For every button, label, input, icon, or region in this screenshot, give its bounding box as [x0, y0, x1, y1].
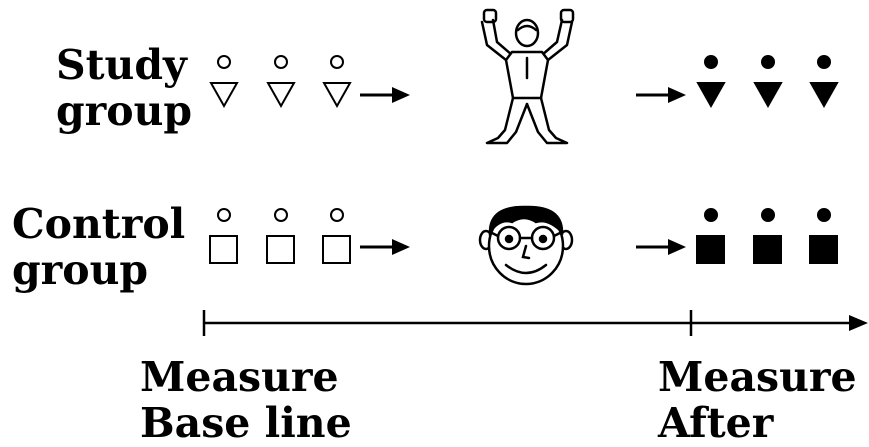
timeline-arrowhead-icon [849, 315, 868, 331]
study-group-label-line2: group [56, 87, 193, 135]
control-baseline-subject-icon [322, 208, 351, 264]
timeline-axis [202, 310, 852, 336]
control-baseline-subject-icon [209, 208, 238, 264]
study-after-subject-icon [809, 55, 839, 109]
study-group-label: Study group [56, 42, 192, 134]
control-after-subject-icon [809, 208, 838, 264]
control-baseline-symbols [209, 208, 351, 264]
control-arrow-right-icon [636, 239, 686, 255]
control-group-label-line2: group [12, 246, 149, 294]
study-after-subject-icon [753, 55, 783, 109]
study-after-symbols [696, 55, 839, 109]
control-group-label: Control group [12, 201, 185, 293]
control-group-label-line1: Control [12, 200, 186, 248]
study-baseline-subject-icon [209, 55, 239, 109]
after-measure-label-line2: After [658, 399, 774, 447]
after-measure-label: Measure After [658, 354, 857, 446]
study-arrow-right-icon [636, 87, 686, 103]
control-arrow-right-icon [360, 239, 410, 255]
study-after-subject-icon [696, 55, 726, 109]
baseline-measure-label-line1: Measure [140, 353, 339, 401]
control-after-symbols [696, 208, 838, 264]
study-group-label-line1: Study [56, 41, 187, 89]
study-baseline-symbols [209, 55, 352, 109]
after-measure-label-line1: Measure [658, 353, 857, 401]
study-arrow-right-icon [360, 87, 410, 103]
control-after-subject-icon [753, 208, 782, 264]
study-baseline-subject-icon [266, 55, 296, 109]
baseline-measure-label: Measure Base line [140, 354, 352, 446]
control-baseline-subject-icon [266, 208, 295, 264]
study-baseline-subject-icon [322, 55, 352, 109]
baseline-measure-label-line2: Base line [140, 399, 352, 447]
smiling-face-icon [478, 205, 574, 286]
exercising-person-icon [480, 8, 575, 145]
control-after-subject-icon [696, 208, 725, 264]
